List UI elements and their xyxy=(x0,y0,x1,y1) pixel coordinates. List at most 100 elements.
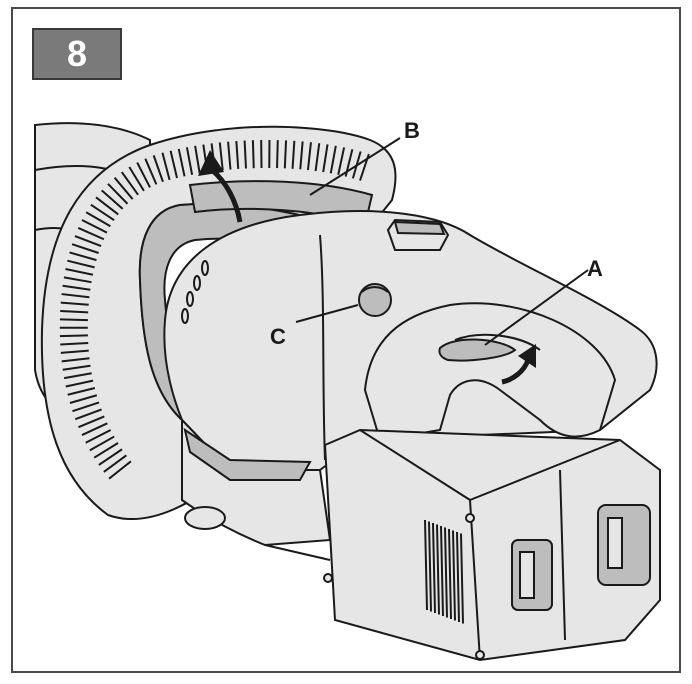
battery-screw xyxy=(465,513,475,523)
vent-slot xyxy=(424,519,428,611)
grip-rib xyxy=(144,158,158,185)
grip-rib xyxy=(62,364,91,371)
grip-rib xyxy=(218,142,224,171)
grip-rib xyxy=(60,301,89,306)
grip-rib xyxy=(113,177,134,200)
grip-rib xyxy=(101,189,124,210)
grip-rib xyxy=(136,162,151,188)
grip-rib xyxy=(62,284,91,291)
grip-rib xyxy=(69,394,98,404)
grip-rib xyxy=(85,211,111,228)
leader-line-b xyxy=(309,137,401,196)
callout-label-a: A xyxy=(587,256,603,281)
grip-rib xyxy=(60,342,89,346)
vent-slot xyxy=(448,528,452,620)
vent-slot xyxy=(186,291,194,307)
grip-rib xyxy=(185,147,194,175)
grip-rib xyxy=(67,259,95,269)
arrow-head xyxy=(198,150,224,176)
grip-rib xyxy=(243,140,247,169)
grip-rib xyxy=(77,227,105,241)
grip-rib xyxy=(85,429,112,444)
grip-rib xyxy=(98,448,123,466)
grip-rib xyxy=(63,276,92,284)
leader-line-a xyxy=(484,269,589,346)
arrow-head xyxy=(518,344,536,368)
grip-rib xyxy=(152,155,164,183)
grip-rib xyxy=(161,152,171,181)
grip-rib xyxy=(59,318,88,322)
grip-rib xyxy=(59,334,88,338)
grip-rib xyxy=(74,408,102,421)
grip-rib xyxy=(314,143,321,172)
rear-handle xyxy=(363,302,617,442)
grip-rib xyxy=(90,203,115,222)
arrow-shaft xyxy=(501,359,531,385)
grip-rib xyxy=(103,454,127,473)
vent-slot xyxy=(181,308,189,324)
vent-slot xyxy=(428,521,432,612)
grip-rib xyxy=(67,387,96,396)
latch-window xyxy=(607,517,623,569)
vent-slot xyxy=(440,525,444,617)
grip-rib xyxy=(329,145,337,174)
vent-slots xyxy=(181,260,209,324)
chassis-groove xyxy=(183,427,312,481)
battery-pack xyxy=(323,428,661,662)
charge-indicator-window xyxy=(519,551,535,599)
grip-rib xyxy=(61,293,90,299)
battery-vents xyxy=(424,519,464,624)
callout-label-c: C xyxy=(270,324,286,349)
grip-rib xyxy=(337,147,346,176)
grip-rib xyxy=(322,144,329,173)
vent-slot xyxy=(436,524,440,615)
mounting-hole xyxy=(184,506,226,530)
grip-rib xyxy=(63,372,92,380)
grip-rib xyxy=(81,422,108,436)
tool-drawing xyxy=(34,122,661,662)
grip-rib xyxy=(60,349,89,354)
grip-rib xyxy=(65,268,94,276)
grip-rib xyxy=(108,460,132,480)
grip-rib xyxy=(74,235,102,247)
vent-slot xyxy=(432,522,436,614)
vent-slot xyxy=(456,531,460,623)
grip-rib xyxy=(107,183,129,205)
housing-seam xyxy=(319,234,326,461)
rotation-arrow-a xyxy=(501,344,536,385)
button-highlight xyxy=(361,286,389,293)
grip-rib xyxy=(299,141,304,170)
grip-rib xyxy=(72,401,100,413)
handle-grip-ribs xyxy=(59,139,370,480)
rotation-arrow-b xyxy=(198,150,243,223)
grip-rib xyxy=(235,140,240,170)
vent-slot xyxy=(444,527,448,618)
grip-rib xyxy=(81,219,108,234)
step-number: 8 xyxy=(67,33,87,74)
battery-release-latch xyxy=(597,504,651,586)
grip-rib xyxy=(89,435,115,452)
grip-rib xyxy=(227,141,232,170)
grip-rib xyxy=(71,243,99,254)
grip-rib xyxy=(60,309,89,314)
grip-rib xyxy=(276,140,279,169)
battery-screw xyxy=(475,650,485,660)
top-button-face xyxy=(393,220,446,236)
step-badge: 8 xyxy=(32,28,122,80)
battery-screw xyxy=(323,573,333,583)
grip-rib xyxy=(291,140,296,169)
grip-rib xyxy=(128,166,145,192)
vent-slot xyxy=(452,530,456,621)
leader-line-c xyxy=(295,304,359,323)
grip-rib xyxy=(78,415,105,429)
vent-slot xyxy=(193,275,201,291)
callout-label-b: B xyxy=(404,118,420,143)
battery-edge xyxy=(469,439,621,501)
grip-rib xyxy=(194,145,201,174)
trigger-switch xyxy=(438,338,517,362)
vent-slot xyxy=(460,533,464,624)
grip-rib xyxy=(93,442,119,459)
grip-rib xyxy=(283,140,288,169)
step-badge-box xyxy=(32,28,122,80)
